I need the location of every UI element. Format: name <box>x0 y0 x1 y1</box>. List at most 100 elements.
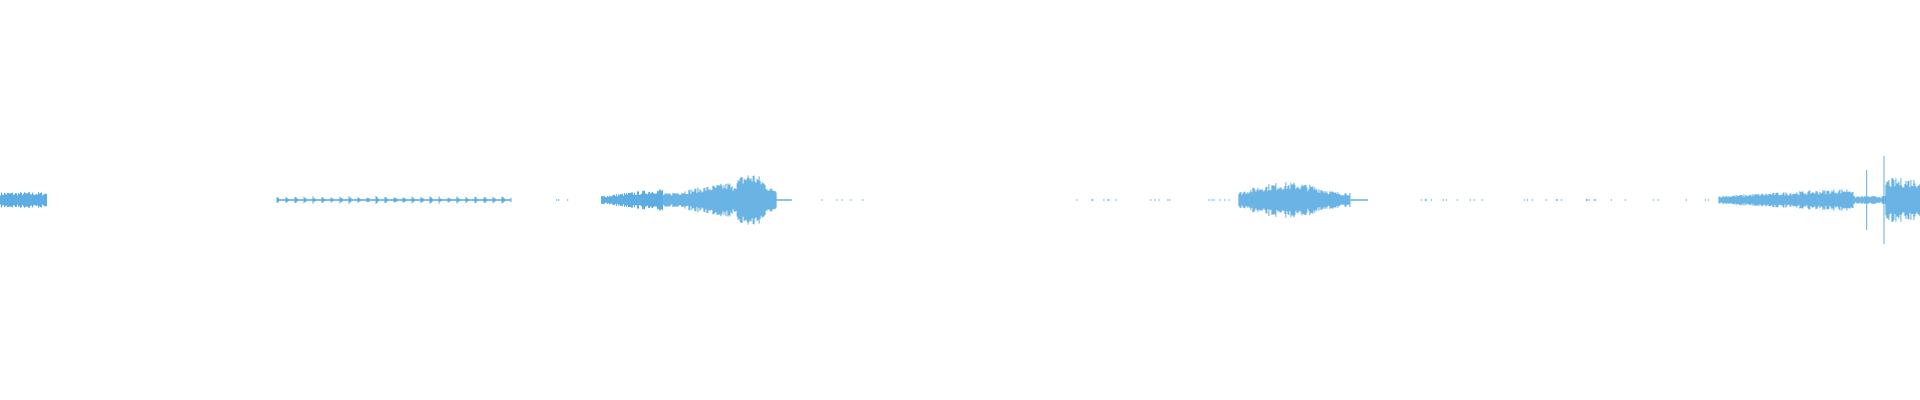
waveform-peak <box>507 199 509 201</box>
waveform-peak <box>749 179 751 221</box>
waveform-peak <box>1311 186 1313 214</box>
waveform-peak <box>287 198 289 202</box>
waveform-peak <box>418 199 420 201</box>
waveform-peak <box>1749 195 1751 205</box>
waveform-peak <box>616 194 617 206</box>
waveform-peak <box>1745 194 1747 206</box>
waveform-peak <box>777 199 779 201</box>
waveform-peak <box>292 199 294 201</box>
waveform-peak <box>1333 192 1335 208</box>
waveform-peak <box>395 198 397 202</box>
waveform-peak <box>1323 192 1325 208</box>
waveform-peak <box>402 197 404 203</box>
waveform-peak <box>1812 192 1814 208</box>
waveform-peak <box>677 193 679 207</box>
waveform-peak <box>317 199 319 201</box>
waveform-peak <box>1848 191 1850 209</box>
waveform-peak <box>344 199 346 201</box>
waveform-peak <box>426 199 428 201</box>
waveform-peak <box>377 198 379 202</box>
waveform-peak <box>1610 199 1612 201</box>
waveform-peak <box>330 197 332 203</box>
waveform-peak <box>1288 185 1290 215</box>
waveform-peak <box>712 185 714 215</box>
waveform-peak <box>1817 192 1819 208</box>
waveform-peak <box>1722 195 1724 205</box>
waveform-peak <box>764 185 766 215</box>
waveform-peak <box>1801 192 1803 208</box>
waveform-peak <box>324 199 326 201</box>
waveform-peak <box>643 191 644 209</box>
waveform-peak <box>1764 195 1766 205</box>
waveform-peak <box>678 194 680 206</box>
waveform-peak <box>403 197 405 203</box>
waveform-peak <box>305 198 307 202</box>
waveform-peak <box>604 196 605 204</box>
waveform-peak <box>290 199 292 201</box>
waveform-peak <box>1290 182 1292 218</box>
waveform-peak <box>631 192 632 208</box>
waveform-peak <box>1894 186 1896 214</box>
waveform-peak <box>1761 193 1763 207</box>
waveform-peak <box>1731 196 1733 204</box>
waveform-peak <box>376 197 378 203</box>
waveform-peak <box>1755 194 1757 206</box>
waveform-peak <box>455 199 457 201</box>
waveform-peak <box>33 194 34 206</box>
waveform-peak <box>1445 199 1447 201</box>
waveform-peak <box>1782 193 1784 207</box>
waveform-peak <box>460 199 462 201</box>
waveform-peak <box>481 199 483 201</box>
waveform-peak <box>1874 196 1876 204</box>
waveform-peak <box>610 196 611 204</box>
waveform-peak <box>702 191 704 209</box>
waveform-peak <box>698 191 700 208</box>
waveform-peak <box>716 185 718 215</box>
waveform-peak <box>1840 193 1842 207</box>
waveform-peak <box>1766 194 1768 206</box>
waveform-peak <box>715 188 717 212</box>
waveform-peak <box>730 187 732 213</box>
waveform-peak <box>34 195 35 205</box>
waveform-peak <box>457 197 459 203</box>
waveform-peak <box>301 199 303 201</box>
waveform-peak <box>1897 183 1899 217</box>
waveform-peak <box>1738 195 1740 205</box>
waveform-peak <box>1560 199 1562 201</box>
waveform-peak <box>414 199 416 201</box>
waveform-peak <box>648 192 649 208</box>
waveform-peak <box>1795 193 1797 207</box>
waveform-peak <box>368 198 370 202</box>
waveform-peak <box>1335 192 1337 208</box>
waveform-peak <box>723 185 725 215</box>
waveform-peak <box>41 192 42 208</box>
waveform-peak <box>372 199 374 201</box>
waveform-peak <box>401 199 403 201</box>
waveform-peak <box>366 197 368 203</box>
waveform-peak <box>398 199 400 201</box>
waveform-peak <box>351 199 353 201</box>
waveform-peak <box>1762 194 1764 206</box>
waveform-peak <box>409 199 411 201</box>
waveform-peak <box>1866 196 1868 204</box>
waveform-peak <box>713 185 715 215</box>
waveform-peak <box>691 189 693 211</box>
waveform-peak <box>300 199 302 201</box>
waveform-peak <box>1275 183 1277 217</box>
waveform-peak <box>1250 189 1252 210</box>
waveform-peak <box>1334 192 1336 208</box>
waveform-peak <box>502 197 504 203</box>
waveform-peak <box>1425 199 1427 201</box>
waveform-peak <box>665 193 667 207</box>
waveform-peak <box>1742 196 1744 204</box>
waveform-peak <box>1327 193 1329 207</box>
waveform-peak <box>1872 196 1874 204</box>
waveform-peak <box>1284 186 1286 214</box>
waveform-peak <box>1836 193 1838 207</box>
waveform-peak <box>1265 187 1267 214</box>
waveform-peak <box>690 193 692 207</box>
waveform-peak <box>388 199 390 201</box>
waveform-peak <box>1523 199 1525 201</box>
waveform-peak <box>1895 178 1897 222</box>
